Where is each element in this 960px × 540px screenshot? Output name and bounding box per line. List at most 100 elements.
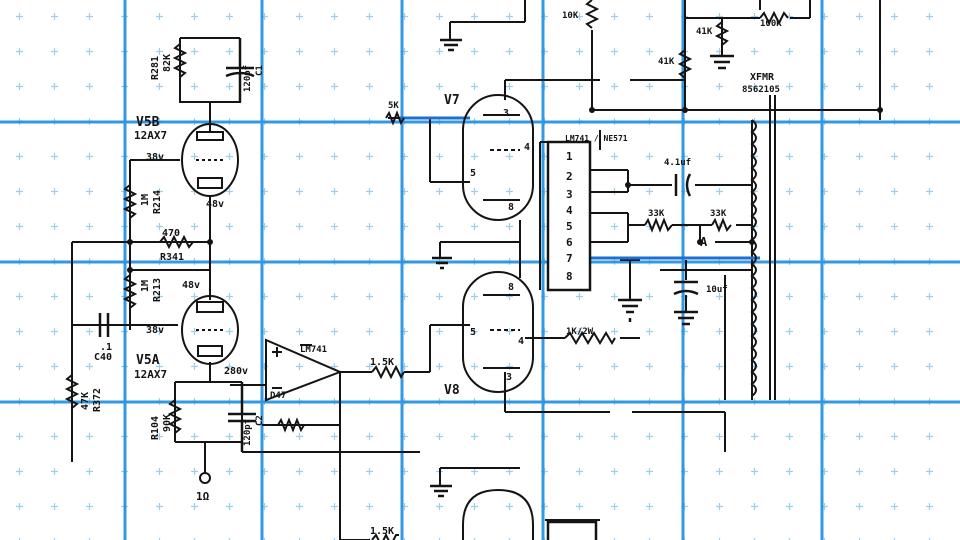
ground-cap — [674, 310, 698, 326]
r214-ref: R214 — [152, 190, 163, 214]
r-41k-b-resistor — [714, 21, 730, 46]
r-41k-a-value: 41K — [658, 57, 675, 67]
ic-header: LM741 / NE571 — [565, 134, 628, 143]
r213-ref: R213 — [152, 278, 163, 302]
c2-capacitor — [228, 382, 256, 452]
r213-resistor — [122, 274, 138, 309]
r-33k-a-resistor — [644, 217, 673, 233]
c40-ref: C40 — [94, 352, 112, 363]
r-100k-value: 100K — [760, 19, 782, 29]
v5b-name: V5B — [136, 115, 160, 130]
opamp-part: D47 — [270, 391, 286, 401]
v5a-cathode-volts: 38v — [146, 325, 164, 336]
tube-v7 — [462, 94, 534, 221]
cap-4-1uf-value: 4.1uf — [664, 158, 691, 168]
ic-box — [546, 140, 592, 292]
xfmr-part: 8562105 — [742, 85, 780, 95]
tube-v5a — [181, 295, 239, 365]
v7-pin-4: 4 — [524, 142, 530, 153]
tube-bottom — [462, 488, 534, 540]
v8-pin-5: 5 — [470, 327, 476, 338]
ic-pin-8: 8 — [566, 270, 573, 283]
r-1-5k-b-value: 1.5K — [370, 526, 394, 537]
r372-ref: R372 — [92, 388, 103, 412]
v8-pin-3: 3 — [506, 372, 512, 383]
v7-pin-5: 5 — [470, 168, 476, 179]
tube-v5b — [181, 123, 239, 197]
r-10k-resistor — [584, 0, 600, 29]
wires — [71, 0, 881, 540]
r-5k-value: 5K — [388, 101, 399, 111]
c40-value: .1 — [100, 342, 112, 353]
v8-pin-8: 8 — [508, 282, 514, 293]
r-1-5k-a-value: 1.5K — [370, 357, 394, 368]
v8-pin-4: 4 — [518, 336, 524, 347]
r214-value: 1M — [140, 194, 151, 206]
ic-pin-5: 5 — [566, 220, 573, 233]
r281-resistor — [172, 43, 188, 78]
ground-top — [440, 38, 462, 52]
opamp-label: LM741 — [300, 345, 327, 355]
ground-v7 — [432, 256, 452, 270]
ic-pin-7: 7 — [566, 252, 573, 265]
v8-name: V8 — [444, 383, 460, 398]
r-41k-a-resistor — [677, 49, 693, 79]
r341-resistor — [159, 234, 194, 250]
v5a-name: V5A — [136, 353, 160, 368]
c40-capacitor — [98, 313, 110, 337]
r213-value: 1M — [140, 280, 151, 292]
ic-pin-1: 1 — [566, 150, 573, 163]
r-5k-resistor — [385, 110, 405, 126]
c1-value: 120pf — [243, 65, 253, 92]
c1-capacitor — [225, 38, 255, 102]
r281-ref: R281 — [150, 56, 161, 80]
ic-box-bottom — [546, 520, 598, 540]
node-dots — [127, 107, 883, 484]
opamp-supply: 280v — [224, 366, 248, 377]
r-33k-b-value: 33K — [710, 209, 727, 219]
r104-ref: R104 — [150, 416, 161, 440]
ground-bottom — [430, 484, 452, 498]
r341-ref: R341 — [160, 252, 184, 263]
v5a-plate-volts: 48v — [182, 280, 200, 291]
ic-pin-3: 3 — [566, 188, 573, 201]
ground-top-right — [710, 54, 734, 70]
input-r-label: 1Ω — [196, 490, 210, 503]
cap-10uf-value: 10uf — [706, 285, 728, 295]
r-1-5k-b-resistor — [371, 532, 399, 540]
r-10k-value: 10K — [562, 11, 579, 21]
r104-value: 90K — [162, 414, 173, 432]
labels: V5B 12AX7 38v 48v V5A 12AX7 48v 38v V7 3… — [80, 11, 782, 537]
r104-resistor — [167, 399, 183, 434]
v5b-plate-volts: 38v — [146, 152, 164, 163]
cap-10uf-capacitor — [673, 280, 699, 296]
r-33k-b-resistor — [711, 217, 732, 233]
highlight-wires — [400, 116, 760, 260]
r372-value: 47K — [80, 392, 91, 410]
cap-4-1uf-capacitor — [674, 173, 692, 197]
r341-value: 470 — [162, 228, 180, 239]
opamp-feedback-resistor — [277, 417, 305, 433]
v7-pin-3: 3 — [503, 108, 509, 119]
xfmr-label: XFMR — [750, 72, 775, 83]
r-100k-resistor — [759, 10, 789, 26]
r-1k2w-value: 1K/2W — [566, 327, 594, 337]
r-33k-a-value: 33K — [648, 209, 665, 219]
r372-resistor — [64, 374, 80, 409]
r-1-5k-a-resistor — [371, 364, 405, 380]
r-41k-b-value: 41K — [696, 27, 713, 37]
r214-resistor — [122, 184, 138, 219]
v5b-type: 12AX7 — [134, 129, 167, 142]
ground-ic — [618, 298, 642, 322]
ic-pin-6: 6 — [566, 236, 573, 249]
tube-v8 — [462, 271, 534, 393]
v5a-type: 12AX7 — [134, 368, 167, 381]
ic-pin-4: 4 — [566, 204, 573, 217]
capacitor-symbols — [98, 38, 699, 452]
v7-name: V7 — [444, 93, 460, 108]
node-a-label: A — [700, 235, 708, 249]
v5b-cathode-volts: 48v — [206, 199, 224, 210]
ground-symbols — [430, 38, 734, 498]
